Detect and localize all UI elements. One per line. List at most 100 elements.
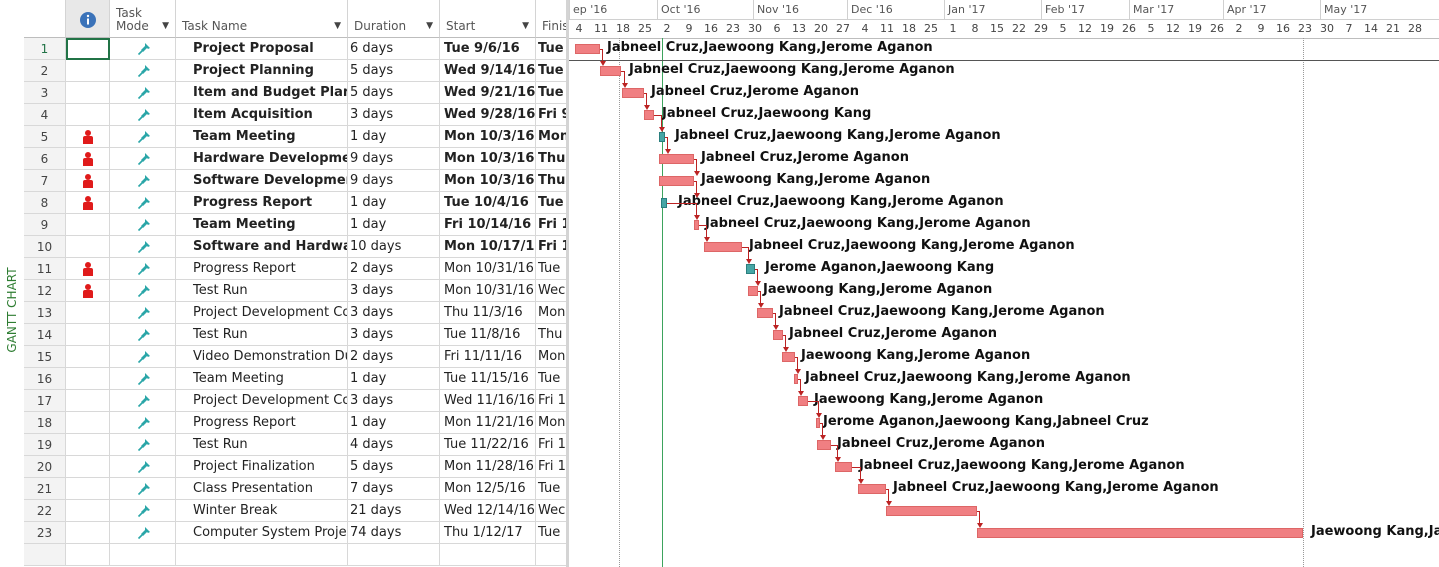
- task-name-dropdown-icon[interactable]: ▼: [334, 21, 341, 31]
- finish-cell[interactable]: Thu: [536, 148, 566, 170]
- duration-cell[interactable]: 1 day: [348, 368, 440, 390]
- task-mode-cell[interactable]: [110, 456, 176, 478]
- start-cell[interactable]: Tue 11/22/16: [440, 434, 536, 456]
- duration-cell[interactable]: 3 days: [348, 302, 440, 324]
- indicator-cell[interactable]: [66, 302, 110, 324]
- task-mode-dropdown-icon[interactable]: ▼: [162, 21, 169, 31]
- indicator-cell[interactable]: [66, 280, 110, 302]
- task-name-cell[interactable]: Item Acquisition: [176, 104, 348, 126]
- finish-cell[interactable]: Fri 1: [536, 390, 566, 412]
- duration-cell[interactable]: 1 day: [348, 192, 440, 214]
- gantt-bar[interactable]: [782, 352, 795, 362]
- finish-cell[interactable]: Fri 1: [536, 236, 566, 258]
- task-mode-cell[interactable]: [110, 522, 176, 544]
- task-name-cell[interactable]: Test Run: [176, 324, 348, 346]
- duration-dropdown-icon[interactable]: ▼: [426, 21, 433, 31]
- start-cell[interactable]: Wed 9/21/16: [440, 82, 536, 104]
- indicator-cell[interactable]: [66, 258, 110, 280]
- duration-cell[interactable]: 2 days: [348, 346, 440, 368]
- start-cell[interactable]: Mon 10/31/16: [440, 258, 536, 280]
- gantt-bar[interactable]: [748, 286, 758, 296]
- gantt-bar[interactable]: [661, 198, 667, 208]
- finish-cell[interactable]: Wec: [536, 280, 566, 302]
- task-mode-cell[interactable]: [110, 324, 176, 346]
- task-mode-cell[interactable]: [110, 82, 176, 104]
- gantt-bar[interactable]: [575, 44, 600, 54]
- start-cell[interactable]: Mon 11/21/16: [440, 412, 536, 434]
- start-dropdown-icon[interactable]: ▼: [522, 21, 529, 31]
- task-mode-header[interactable]: Task Mode ▼: [110, 0, 176, 38]
- task-mode-cell[interactable]: [110, 258, 176, 280]
- duration-cell[interactable]: 1 day: [348, 214, 440, 236]
- task-name-cell[interactable]: Winter Break: [176, 500, 348, 522]
- indicator-cell[interactable]: [66, 82, 110, 104]
- duration-header[interactable]: Duration ▼: [348, 0, 440, 38]
- start-cell[interactable]: Fri 11/11/16: [440, 346, 536, 368]
- row-id[interactable]: 2: [24, 60, 66, 82]
- task-mode-cell[interactable]: [110, 192, 176, 214]
- task-name-cell[interactable]: Software Development: [176, 170, 348, 192]
- task-name-cell[interactable]: Test Run: [176, 280, 348, 302]
- finish-cell[interactable]: Fri 9: [536, 104, 566, 126]
- gantt-bar[interactable]: [622, 88, 644, 98]
- row-id[interactable]: 20: [24, 456, 66, 478]
- task-mode-cell[interactable]: [110, 60, 176, 82]
- task-mode-cell[interactable]: [110, 390, 176, 412]
- gantt-bar[interactable]: [694, 220, 699, 230]
- row-id[interactable]: 12: [24, 280, 66, 302]
- duration-cell[interactable]: 4 days: [348, 434, 440, 456]
- finish-cell[interactable]: Thu: [536, 324, 566, 346]
- task-name-cell[interactable]: Video Demonstration Du: [176, 346, 348, 368]
- gantt-bar[interactable]: [886, 506, 977, 516]
- start-header[interactable]: Start ▼: [440, 0, 536, 38]
- finish-cell[interactable]: Mon: [536, 346, 566, 368]
- indicator-cell[interactable]: [66, 214, 110, 236]
- start-cell[interactable]: Mon 10/31/16: [440, 280, 536, 302]
- indicator-cell[interactable]: [66, 170, 110, 192]
- finish-cell[interactable]: Tue: [536, 478, 566, 500]
- row-id[interactable]: 1: [24, 38, 66, 60]
- indicator-cell[interactable]: [66, 324, 110, 346]
- finish-cell[interactable]: Fri 1: [536, 456, 566, 478]
- duration-cell[interactable]: 3 days: [348, 280, 440, 302]
- row-id[interactable]: 23: [24, 522, 66, 544]
- duration-cell[interactable]: 1 day: [348, 126, 440, 148]
- task-name-cell[interactable]: Progress Report: [176, 258, 348, 280]
- indicator-cell[interactable]: [66, 192, 110, 214]
- task-mode-cell[interactable]: [110, 412, 176, 434]
- indicator-cell[interactable]: [66, 500, 110, 522]
- duration-cell[interactable]: 7 days: [348, 478, 440, 500]
- duration-cell[interactable]: 3 days: [348, 104, 440, 126]
- task-mode-cell[interactable]: [110, 302, 176, 324]
- start-cell[interactable]: Mon 10/3/16: [440, 148, 536, 170]
- row-id[interactable]: 14: [24, 324, 66, 346]
- gantt-bar[interactable]: [858, 484, 886, 494]
- start-cell[interactable]: Wed 11/16/16: [440, 390, 536, 412]
- duration-cell[interactable]: 2 days: [348, 258, 440, 280]
- gantt-bar[interactable]: [600, 66, 621, 76]
- start-cell[interactable]: Tue 10/4/16: [440, 192, 536, 214]
- indicator-cell[interactable]: [66, 236, 110, 258]
- finish-cell[interactable]: Mon: [536, 412, 566, 434]
- row-id[interactable]: 18: [24, 412, 66, 434]
- finish-cell[interactable]: Fri 1: [536, 434, 566, 456]
- task-name-cell[interactable]: Software and Hardware I: [176, 236, 348, 258]
- gantt-bar[interactable]: [659, 176, 694, 186]
- row-id[interactable]: 22: [24, 500, 66, 522]
- finish-cell[interactable]: Thu: [536, 170, 566, 192]
- select-all-header[interactable]: [24, 0, 66, 38]
- duration-cell[interactable]: 5 days: [348, 82, 440, 104]
- task-mode-cell[interactable]: [110, 236, 176, 258]
- duration-cell[interactable]: 9 days: [348, 148, 440, 170]
- gantt-bar[interactable]: [773, 330, 783, 340]
